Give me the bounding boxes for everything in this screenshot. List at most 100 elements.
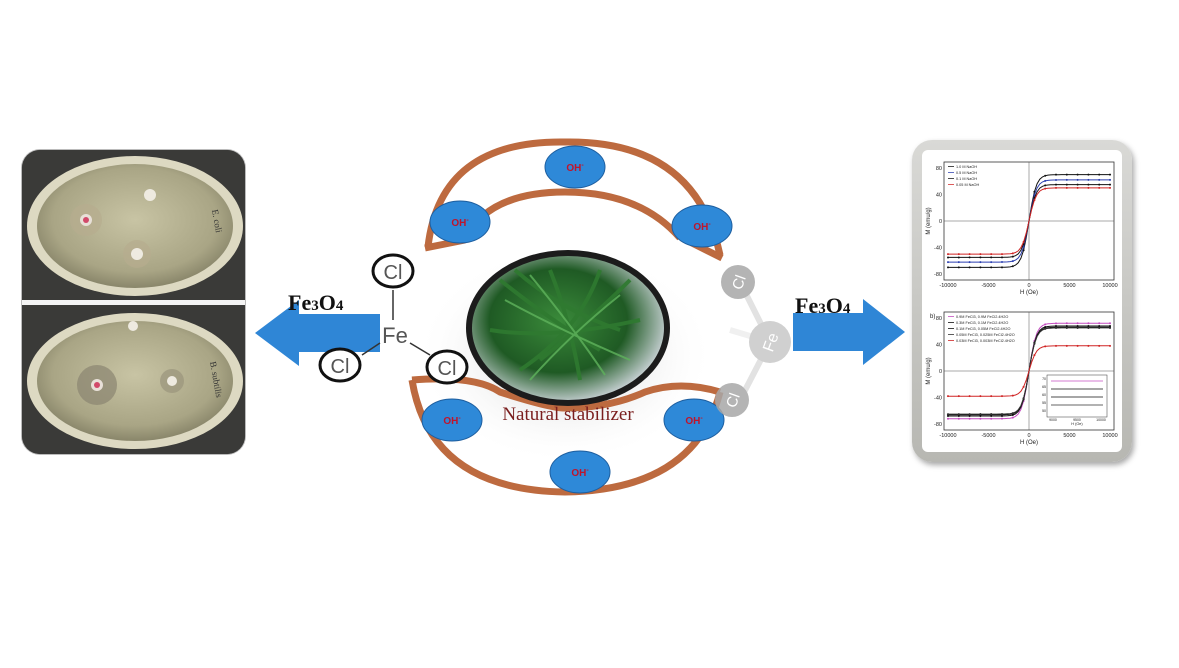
data-point <box>1087 186 1090 189</box>
data-point <box>1076 326 1079 329</box>
data-point <box>1044 345 1047 348</box>
natural-stabilizer-label: Natural stabilizer <box>502 404 634 425</box>
data-point <box>979 266 982 269</box>
inset-frame <box>1046 374 1108 418</box>
legend-label: 0.03M FeCl3, 0.003M FeCl2.4H2O <box>956 339 1015 343</box>
y-tick-label: 40 <box>936 343 942 349</box>
data-point <box>968 253 971 256</box>
inset-x-tick: 9500 <box>1073 418 1081 422</box>
x-tick-label: -10000 <box>939 283 956 289</box>
data-point <box>990 253 993 256</box>
data-point <box>1065 326 1068 329</box>
inset-x-tick: 10000 <box>1096 418 1106 422</box>
data-point <box>1011 265 1014 268</box>
data-point <box>1065 173 1068 176</box>
data-point <box>1087 326 1090 329</box>
data-point <box>947 266 949 269</box>
data-point <box>968 256 971 259</box>
data-point <box>1055 173 1057 176</box>
inset-y-tick: 55 <box>1042 401 1046 405</box>
data-point <box>957 256 960 259</box>
data-point <box>1044 327 1047 330</box>
data-point <box>979 256 982 259</box>
data-point <box>979 417 982 420</box>
data-point <box>990 417 993 420</box>
oh-bubble-top-left: OH- <box>429 200 491 244</box>
top-inner-arc <box>461 188 683 241</box>
data-point <box>1055 322 1057 325</box>
data-point <box>1044 179 1047 182</box>
data-point <box>1022 249 1025 252</box>
fe-label: Fe <box>760 331 782 354</box>
panel-label: b) <box>930 314 935 320</box>
x-tick-label: 0 <box>1027 283 1030 289</box>
data-point <box>979 413 982 416</box>
data-point <box>1098 326 1101 329</box>
data-point <box>990 256 993 259</box>
right-arrow-icon <box>793 299 905 365</box>
cl-label: Cl <box>438 358 457 380</box>
data-point <box>1065 183 1068 186</box>
y-tick-label: -80 <box>934 422 942 428</box>
fe-label: Fe <box>382 323 408 348</box>
data-point <box>1055 326 1057 329</box>
data-point <box>968 395 971 398</box>
data-point <box>1033 199 1036 202</box>
data-point <box>1098 344 1101 347</box>
oh-bubble-bottom: OH- <box>549 450 611 494</box>
y-tick-label: -40 <box>934 396 942 402</box>
data-point <box>1001 417 1003 420</box>
data-point <box>1022 385 1025 388</box>
legend-label: 1.0 M NaOH <box>956 165 977 169</box>
data-point <box>1001 261 1003 264</box>
y-tick-label: 80 <box>936 166 942 172</box>
y-tick-label: -40 <box>934 246 942 252</box>
x-tick-label: 0 <box>1027 433 1030 439</box>
data-point <box>990 266 993 269</box>
data-point <box>1065 186 1068 189</box>
inset-y-tick: 50 <box>1042 409 1046 413</box>
data-point <box>1044 174 1047 177</box>
data-point <box>1098 186 1101 189</box>
inset-x-label: H (Oe) <box>1071 422 1083 426</box>
data-point <box>1001 256 1003 259</box>
data-point <box>1055 186 1057 189</box>
x-tick-label: -5000 <box>981 433 995 439</box>
inset-x-tick: 9000 <box>1049 418 1057 422</box>
data-point <box>957 395 960 398</box>
data-point <box>1109 326 1111 329</box>
legend-label: 0.5 M NaOH <box>956 171 977 175</box>
data-point <box>1044 184 1047 187</box>
y-tick-label: 40 <box>936 193 942 199</box>
data-point <box>957 417 960 420</box>
data-point <box>1011 255 1014 258</box>
data-point <box>947 256 949 259</box>
oh-label: OH- <box>685 415 703 427</box>
series-line <box>948 345 1110 397</box>
data-point <box>1044 323 1047 326</box>
data-point <box>1109 186 1111 189</box>
data-point <box>957 261 960 264</box>
data-point <box>1065 322 1068 325</box>
inset-y-tick: 65 <box>1042 385 1046 389</box>
data-point <box>1087 183 1090 186</box>
oh-label: OH- <box>566 162 584 174</box>
y-axis-label: M (emu/g) <box>926 207 932 234</box>
oh-label: OH- <box>443 415 461 427</box>
x-axis-label: H (Oe) <box>1020 440 1038 446</box>
data-point <box>1087 178 1090 181</box>
fecl-molecule-icon: Cl Fe Cl Cl <box>318 253 469 385</box>
data-point <box>1076 183 1079 186</box>
petri-dishes-image: E. coli B. subtilis <box>22 150 245 454</box>
x-axis-label: H (Oe) <box>1020 290 1038 296</box>
data-point <box>1076 186 1079 189</box>
synthesis-diagram: OH- OH- OH- OH- OH- OH- Natural stabiliz… <box>318 138 791 496</box>
data-point <box>947 417 949 420</box>
data-point <box>1098 178 1101 181</box>
data-point <box>1087 173 1090 176</box>
data-point <box>1098 322 1101 325</box>
data-point <box>1098 173 1101 176</box>
data-point <box>1001 253 1003 256</box>
oh-bubble-bottom-right: OH- <box>663 398 725 442</box>
